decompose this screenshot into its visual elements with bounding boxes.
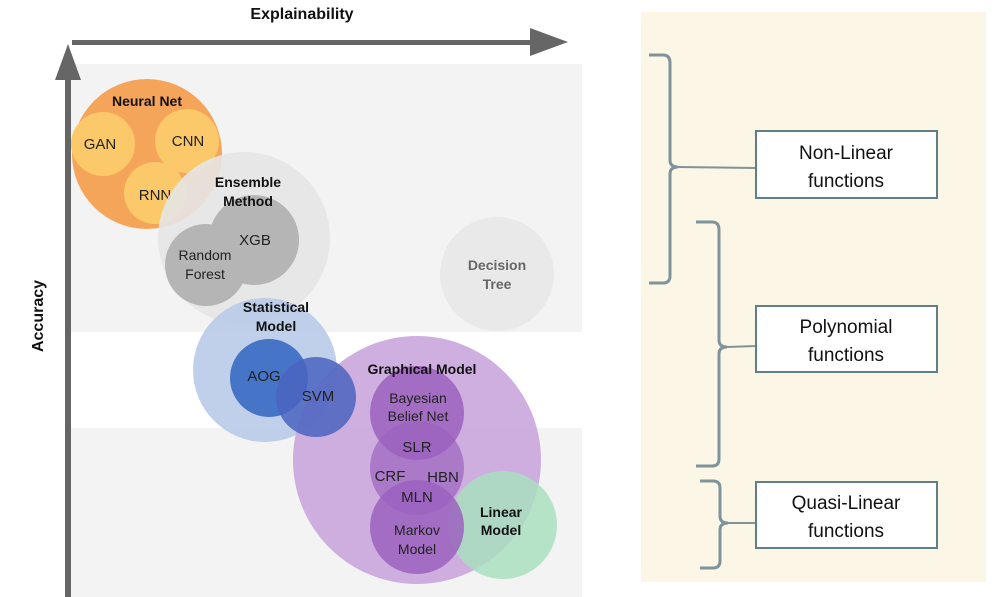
svm-label: SVM (302, 388, 335, 405)
decision-tree-circle (440, 217, 554, 331)
neural-net-label: Neural Net (112, 93, 182, 109)
polynomial-line1: Polynomial (800, 317, 893, 338)
decision-tree-label-line2: Tree (483, 276, 512, 292)
non-linear-line1: Non-Linear (799, 143, 894, 164)
graphical-model-label: Graphical Model (368, 361, 477, 377)
x-axis (72, 28, 568, 56)
rnn-label: RNN (139, 187, 172, 204)
markov-model-circle (370, 480, 464, 574)
statistical-label-line1: Statistical (243, 299, 309, 315)
gan-circle (71, 112, 135, 176)
statistical-label-line2: Model (256, 318, 296, 334)
markov-label-line2: Model (398, 541, 436, 557)
x-axis-label: Explainability (250, 6, 353, 23)
quasi-linear-line2: functions (808, 521, 884, 542)
cnn-label: CNN (172, 133, 205, 150)
bayesian-label-line2: Belief Net (388, 408, 449, 424)
y-axis-arrowhead (55, 44, 81, 80)
polynomial-line2: functions (808, 345, 884, 366)
non-linear-connector (677, 166, 757, 169)
decision-tree-label-line1: Decision (468, 257, 526, 273)
polynomial-connector (726, 345, 757, 348)
cnn-circle (155, 109, 219, 173)
linear-model-circle (449, 471, 557, 579)
quasi-linear-line1: Quasi-Linear (792, 493, 901, 514)
x-axis-arrowhead (530, 28, 568, 56)
linear-label-line1: Linear (480, 504, 523, 520)
ensemble-label-line2: Method (223, 193, 273, 209)
ensemble-label-line1: Ensemble (215, 174, 281, 190)
markov-label-line1: Markov (394, 522, 440, 538)
non-linear-functions-box: Non-Linear functions (755, 130, 938, 199)
polynomial-functions-box: Polynomial functions (755, 305, 938, 373)
random-forest-circle (165, 224, 247, 306)
y-axis (55, 44, 81, 597)
aog-label: AOG (247, 368, 280, 385)
svm-circle (276, 357, 356, 437)
y-axis-label: Accuracy (30, 280, 47, 352)
xgb-label: XGB (239, 232, 271, 249)
crf-label: CRF (375, 468, 406, 485)
mln-label: MLN (401, 489, 433, 506)
non-linear-line2: functions (808, 171, 884, 192)
random-forest-label-line2: Forest (185, 266, 225, 282)
slr-label: SLR (402, 439, 431, 456)
bayesian-label-line1: Bayesian (389, 390, 447, 406)
linear-label-line2: Model (481, 522, 521, 538)
quasi-linear-functions-box: Quasi-Linear functions (755, 481, 938, 549)
hbn-label: HBN (427, 469, 459, 486)
random-forest-label-line1: Random (179, 247, 232, 263)
gan-label: GAN (84, 136, 117, 153)
